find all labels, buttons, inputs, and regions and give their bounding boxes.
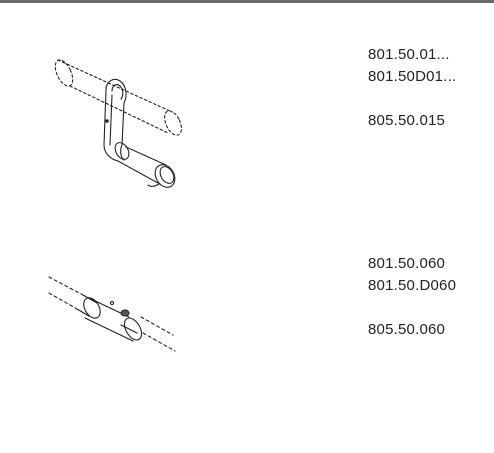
handle-clamp-icon [40, 45, 200, 205]
part-code: 801.50D01... [368, 68, 457, 85]
tube-connector-icon [45, 265, 180, 365]
part-codes-1: 801.50.01... 801.50D01... 805.50.015 [368, 44, 456, 132]
part-code: 801.50.D060 [368, 277, 457, 294]
part-codes-2: 801.50.060 801.50.D060 805.50.060 [368, 253, 456, 341]
part-code-secondary: 805.50.015 [368, 112, 446, 129]
part-code: 801.50.01... [368, 46, 450, 63]
top-divider [0, 0, 494, 3]
part-code-secondary: 805.50.060 [368, 321, 446, 338]
part-code: 801.50.060 [368, 255, 446, 272]
